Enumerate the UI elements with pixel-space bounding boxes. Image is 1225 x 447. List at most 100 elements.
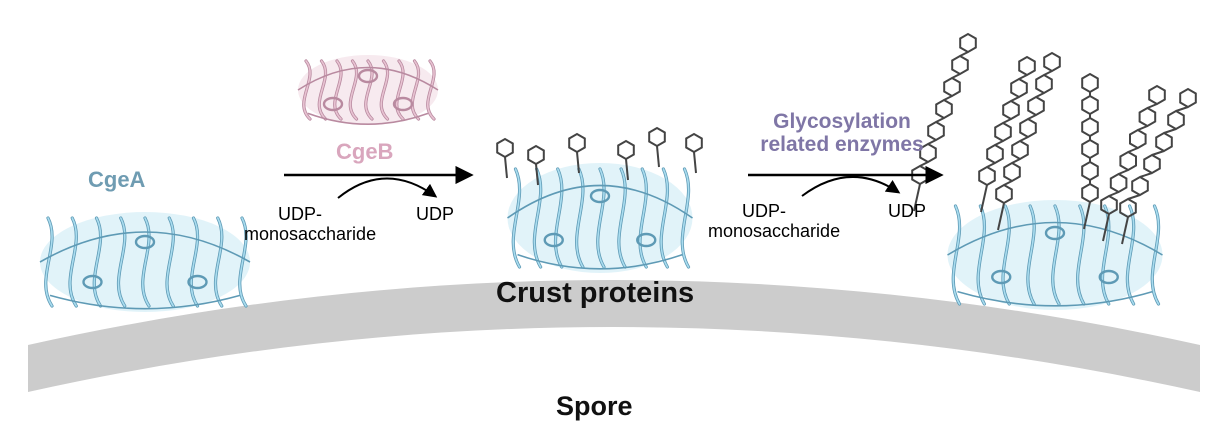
cgea-protein-glycosylated-1-strand-hl	[533, 168, 542, 268]
sugar-linker	[656, 145, 660, 168]
cgea-protein-glycosylated-2-helix	[1044, 225, 1066, 241]
monosaccharide-icon	[685, 132, 703, 154]
udp-label-1: UDP	[416, 204, 455, 224]
monosaccharide-icon	[568, 132, 586, 154]
cgeb-protein-loop	[297, 66, 439, 91]
udp-mono-2-line2: monosaccharide	[708, 220, 841, 241]
glycosidic-bond	[1027, 114, 1037, 120]
glycosidic-bond	[1147, 103, 1158, 109]
cgea-protein-glycosylated-2-strand-hl	[1002, 205, 1011, 305]
monosaccharide-icon	[1043, 51, 1061, 73]
cgea-protein-strand-hl	[214, 217, 223, 307]
monosaccharide-icon	[1035, 73, 1053, 95]
sugar-linker	[535, 163, 539, 186]
monosaccharide-icon	[1081, 116, 1099, 138]
monosaccharide-icon	[943, 76, 961, 98]
cgea-protein-glycosylated-1-strand-hl	[596, 168, 605, 268]
sugar-linker	[980, 184, 988, 213]
sugar-linker	[1083, 201, 1091, 230]
udp-mono-1-line2: monosaccharide	[244, 223, 377, 244]
cgea-protein-glycosylated-1-strand-hl	[639, 168, 648, 268]
monosaccharide-icon	[496, 137, 514, 159]
cgea-protein-glycosylated-2-helix	[991, 269, 1012, 285]
monosaccharide-icon	[1027, 95, 1045, 117]
glycosidic-bond	[919, 161, 929, 167]
udp-mono-1-line1: UDP-	[278, 204, 322, 224]
monosaccharide-icon	[1081, 138, 1099, 160]
udp-monosaccharide-label-1: UDP- monosaccharide	[244, 204, 377, 245]
glycosidic-bond	[1035, 92, 1045, 98]
monosaccharide-icon	[1179, 87, 1197, 109]
cgeb-protein-strand-hl	[318, 60, 327, 120]
monosaccharide-icon	[1109, 172, 1128, 194]
cgea-protein-glycosylated-2-strand-hl	[1151, 205, 1160, 305]
cgea-protein-strand-hl	[166, 217, 175, 307]
cgea-protein-glycosylated-2-strand-hl	[1076, 205, 1085, 305]
sugar-linker	[693, 151, 697, 174]
crust-band	[28, 280, 1200, 392]
udp-label-2: UDP	[888, 201, 927, 221]
cgea-protein-helix	[187, 274, 208, 290]
glycosidic-bond	[994, 140, 1004, 146]
cgea-protein-strand-hl	[141, 217, 150, 307]
cgea-protein-glycosylated-1-loop2	[517, 253, 683, 270]
cgeb-label: CgeB	[336, 139, 394, 164]
sugar-linker	[1121, 216, 1129, 245]
monosaccharide-icon	[617, 139, 635, 161]
cgea-protein-strand-hl	[190, 217, 199, 307]
glycosidic-bond	[1019, 136, 1029, 142]
cgea-protein-glycosylated-2-loop2	[957, 290, 1153, 307]
monosaccharide-icon	[1167, 109, 1185, 131]
monosaccharide-icon	[978, 165, 996, 187]
monosaccharide-icon	[1081, 160, 1099, 182]
monosaccharide-icon	[935, 98, 953, 120]
cgea-protein-strand-hl	[69, 217, 78, 307]
cgeb-protein-strand-hl	[411, 60, 420, 120]
monosaccharide-icon	[1148, 84, 1166, 106]
monosaccharide-icon	[527, 144, 545, 166]
glycosidic-bond	[1043, 70, 1053, 76]
monosaccharide-icon	[1131, 175, 1149, 197]
glycosidic-bond	[1010, 96, 1020, 102]
cgea-protein-strand-hl	[44, 217, 53, 307]
glycosidic-bond	[1003, 180, 1013, 186]
cgea-protein-glycosylated-1-helix	[543, 232, 564, 248]
cgea-protein-strand-hl	[93, 217, 102, 307]
glycosylation-enzymes-label: Glycosylation related enzymes	[752, 110, 932, 156]
monosaccharide-icon	[1081, 72, 1099, 94]
cgea-protein-helix	[82, 274, 103, 290]
cgeb-protein	[297, 55, 439, 125]
monosaccharide-icon	[1119, 150, 1137, 172]
sugar-linker	[1102, 213, 1110, 242]
monosaccharide-icon	[648, 126, 666, 148]
monosaccharide-icon	[1002, 99, 1020, 121]
monosaccharide-icon	[951, 54, 969, 76]
monosaccharide-icon	[1119, 197, 1137, 219]
cgeb-protein-loop2	[307, 112, 429, 125]
spore-label: Spore	[556, 391, 633, 421]
monosaccharide-icon	[995, 183, 1013, 205]
udp-mono-2-line1: UDP-	[742, 201, 786, 221]
cgea-protein-glycosylated-2-strand-hl	[1027, 205, 1035, 305]
glycosidic-bond	[1011, 158, 1021, 164]
cgeb-protein-strand-hl	[427, 60, 435, 120]
monosaccharide-icon	[1138, 106, 1157, 128]
monosaccharide-icon	[959, 32, 977, 54]
glycosidic-bond	[1127, 194, 1141, 200]
udp-monosaccharide-label-2: UDP- monosaccharide	[708, 201, 841, 242]
monosaccharide-icon	[986, 143, 1004, 165]
glycosidic-bond	[935, 117, 945, 123]
glycosidic-bond	[1139, 172, 1153, 178]
cgea-protein-glycosylated-2-strand-hl	[1051, 205, 1060, 305]
cgea-protein-glycosylated-1-strand-hl	[618, 168, 626, 268]
cgea-protein-glycosylated-2	[947, 200, 1163, 310]
cgea-protein-glycosylated-1-strand-hl	[660, 168, 669, 268]
cgea-protein-glycosylated-1-strand-hl	[512, 168, 521, 268]
cgeb-protein-strand-hl	[365, 60, 373, 120]
cgea-protein	[39, 212, 251, 312]
cgea-protein-glycosylated-2-strand-hl	[952, 205, 961, 305]
glycosylation-label-line1: Glycosylation	[773, 110, 911, 133]
cgea-protein-loop	[39, 231, 251, 263]
glycosidic-bond	[927, 139, 937, 145]
